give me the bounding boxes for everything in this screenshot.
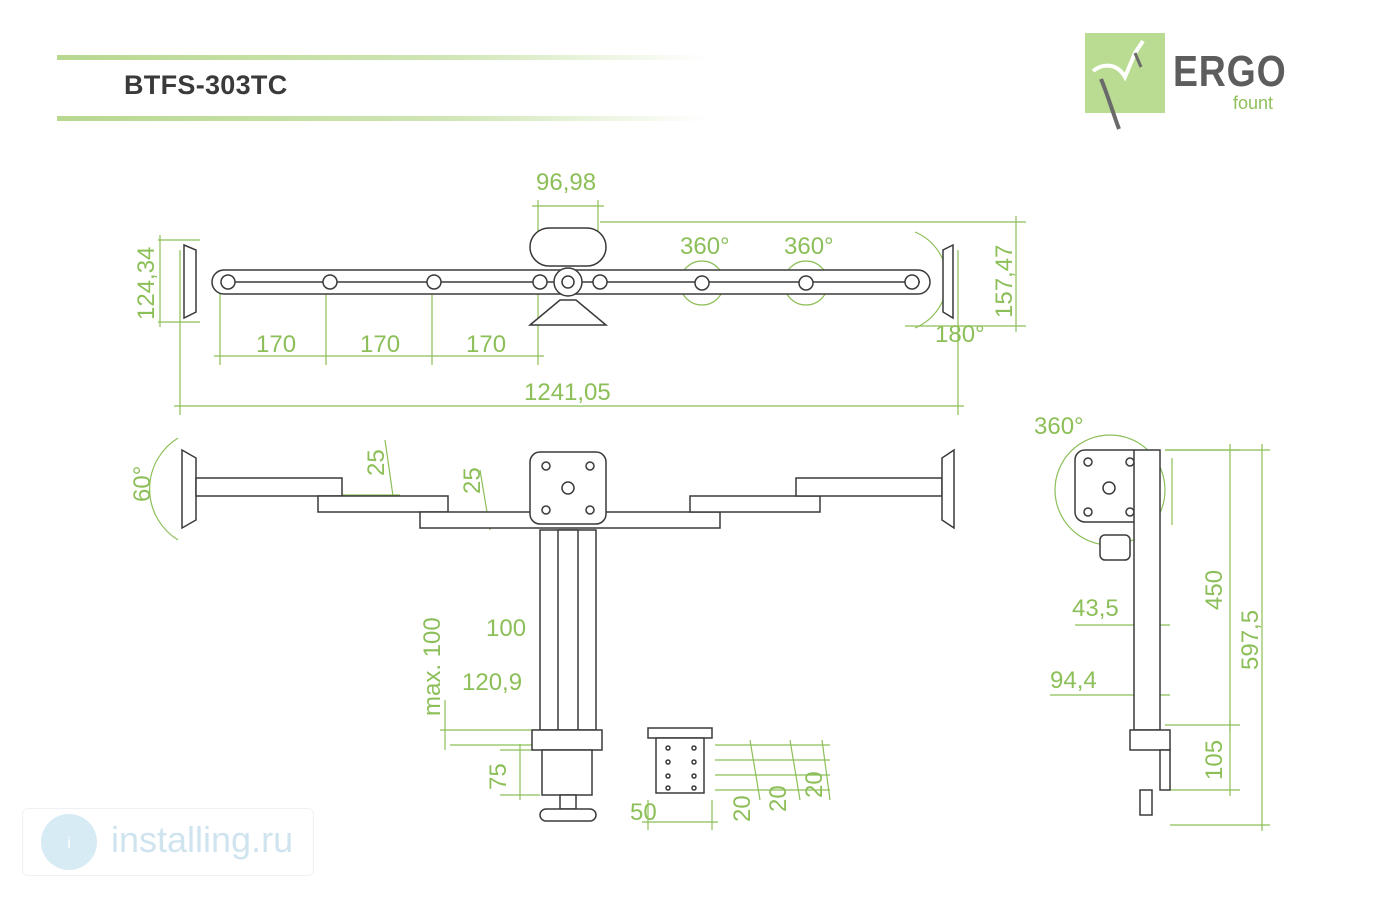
dim-arm-1: 170 — [256, 331, 296, 358]
dim-hole-spacing-3: 20 — [801, 771, 828, 798]
dim-tilt-60: 60° — [129, 466, 156, 502]
dim-pole-width: 96,98 — [536, 169, 596, 196]
dim-side-rotation: 360° — [1034, 413, 1084, 440]
dim-pole-height: 450 — [1201, 570, 1228, 610]
mount-outline — [181, 227, 1171, 822]
watermark-logo-icon: i — [41, 814, 97, 870]
header-rule-top — [57, 55, 707, 60]
watermark-text: installing.ru — [111, 819, 294, 860]
dim-side-offset-1: 43,5 — [1072, 595, 1119, 622]
dim-hole-spacing-2: 20 — [765, 785, 792, 812]
header-rule-bottom — [57, 116, 707, 121]
dim-arm-thickness-2: 25 — [459, 467, 486, 494]
logo-brand: ERGO — [1173, 47, 1287, 96]
dim-rotation-1: 360° — [680, 233, 730, 260]
logo-sub: fount — [1233, 93, 1274, 113]
dim-clamp-width: 120,9 — [462, 669, 522, 696]
dim-grommet-width: 50 — [630, 799, 657, 826]
dim-total-width: 1241,05 — [524, 379, 611, 406]
dim-clamp-height-side: 105 — [1201, 740, 1228, 780]
dim-arm-2: 170 — [360, 331, 400, 358]
dim-right-depth: 157,47 — [991, 245, 1018, 318]
brand-logo: ERGO fount — [1085, 33, 1287, 133]
dim-side-offset-2: 94,4 — [1050, 667, 1097, 694]
dim-rotation-2: 360° — [784, 233, 834, 260]
dim-hole-spacing-1: 20 — [729, 795, 756, 822]
model-title: BTFS-303TC — [124, 70, 288, 100]
dim-pole-depth: 100 — [486, 615, 526, 642]
dim-left-depth: 124,34 — [133, 247, 160, 320]
watermark: i installing.ru — [22, 808, 314, 876]
dim-total-height: 597,5 — [1237, 610, 1264, 670]
dimension-labels: 96,98 170 170 170 1241,05 124,34 157,47 … — [129, 169, 1264, 826]
dim-clamp-height: 75 — [485, 763, 512, 790]
logo-mark-icon — [1085, 33, 1165, 130]
dim-tilt-180: 180° — [935, 321, 985, 348]
svg-text:i: i — [67, 835, 71, 852]
dim-arm-3: 170 — [466, 331, 506, 358]
dim-arm-thickness-1: 25 — [363, 449, 390, 476]
dim-height-adjust: max. 100 — [419, 617, 446, 716]
